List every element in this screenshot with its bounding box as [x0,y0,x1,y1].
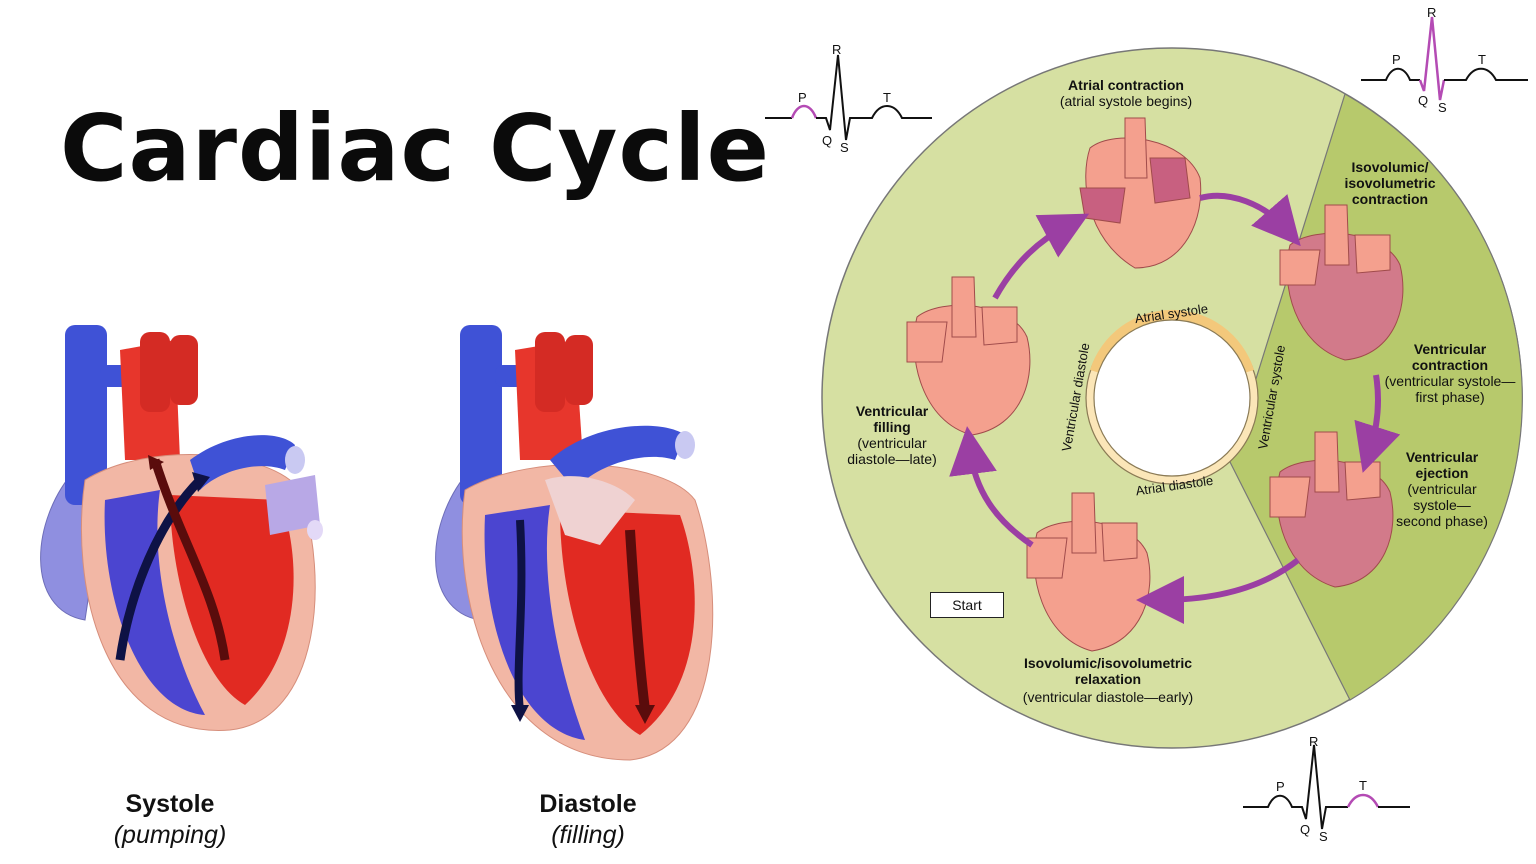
diastole-caption: Diastole (filling) [458,790,718,850]
ecg-label-q: Q [822,133,832,148]
ecg-label-s: S [1438,100,1447,115]
arrow-to-isovolumic-contraction [1199,192,1301,247]
ecg-qrs-highlight [1418,16,1446,101]
stage-vcontraction-l3: (ventricular systole— [1385,373,1516,389]
stage-vcontraction-l4: first phase) [1415,389,1484,405]
ecg-label-t: T [1359,778,1367,793]
ecg-label-p: P [1392,52,1401,67]
cardiac-cycle-diagram: Atrial systole Atrial diastole Ventricul… [821,47,1523,749]
systole-subtitle: (pumping) [113,821,227,849]
diastole-heart-illustration [435,325,714,761]
ecg-trace-qrs: P R Q S T [1361,5,1528,115]
diastole-subtitle: (filling) [551,821,625,849]
page-title: Cardiac Cycle [60,95,770,202]
stage-atrial-contraction-title: Atrial contraction [1068,77,1184,93]
ecg-label-s: S [1319,829,1328,844]
stage-relaxation-l2: relaxation [1075,671,1141,687]
systole-caption: Systole (pumping) [40,790,300,850]
atrial-systole-band [1090,309,1254,376]
arrow-to-relaxation [1136,557,1300,624]
ecg-label-q: Q [1418,93,1428,108]
stage-ejection-l1: Ventricular [1406,449,1479,465]
stage-isovolumic-l3: contraction [1352,191,1428,207]
ecg-label-s: S [840,140,849,155]
ecg-t-wave-highlight [1346,793,1380,808]
ecg-trace-p-wave: P R Q S T [765,42,932,155]
stage-filling-l3: (ventricular [857,435,927,451]
ecg-label-p: P [798,90,807,105]
ecg-label-t: T [883,90,891,105]
arrow-to-ejection [1354,374,1401,473]
ecg-label-r: R [1427,5,1436,20]
stage-atrial-contraction-sub: (atrial systole begins) [1060,93,1192,109]
ecg-label-r: R [832,42,841,57]
arrow-to-atrial-contraction [992,213,1090,300]
diastole-title: Diastole [539,790,637,818]
ecg-trace-t-wave: P R Q S T [1243,735,1410,844]
stage-ejection-l3: (ventricular [1407,481,1477,497]
stage-isovolumic-l2: isovolumetric [1344,175,1435,191]
start-label-box: Start [930,592,1004,618]
systole-title: Systole [125,790,215,818]
stage-filling-l4: diastole—late) [847,451,937,467]
stage-vcontraction-l1: Ventricular [1414,341,1487,357]
stage-filling-l1: Ventricular [856,403,929,419]
heart-isovolumic-contraction [1279,204,1404,361]
stage-filling-l2: filling [873,419,910,435]
ecg-p-wave-highlight [790,104,818,119]
stage-isovolumic-l1: Isovolumic/ [1351,159,1428,175]
inner-hole [1093,319,1251,477]
arrow-to-filling [949,426,1034,548]
stage-ejection-l5: second phase) [1396,513,1488,529]
ecg-label-t: T [1478,52,1486,67]
systole-heart-illustration [40,325,323,731]
heart-relaxation [1026,492,1151,652]
heart-ventricular-filling [906,276,1031,436]
stage-ejection-l4: systole— [1413,497,1471,513]
heart-atrial-contraction [1079,117,1202,269]
stage-relaxation-l3: (ventricular diastole—early) [1023,689,1193,705]
stage-vcontraction-l2: contraction [1412,357,1488,373]
ecg-label-p: P [1276,779,1285,794]
stage-ejection-l2: ejection [1416,465,1469,481]
stage-relaxation-l1: Isovolumic/isovolumetric [1024,655,1192,671]
ecg-label-q: Q [1300,822,1310,837]
ecg-label-r: R [1309,735,1318,749]
